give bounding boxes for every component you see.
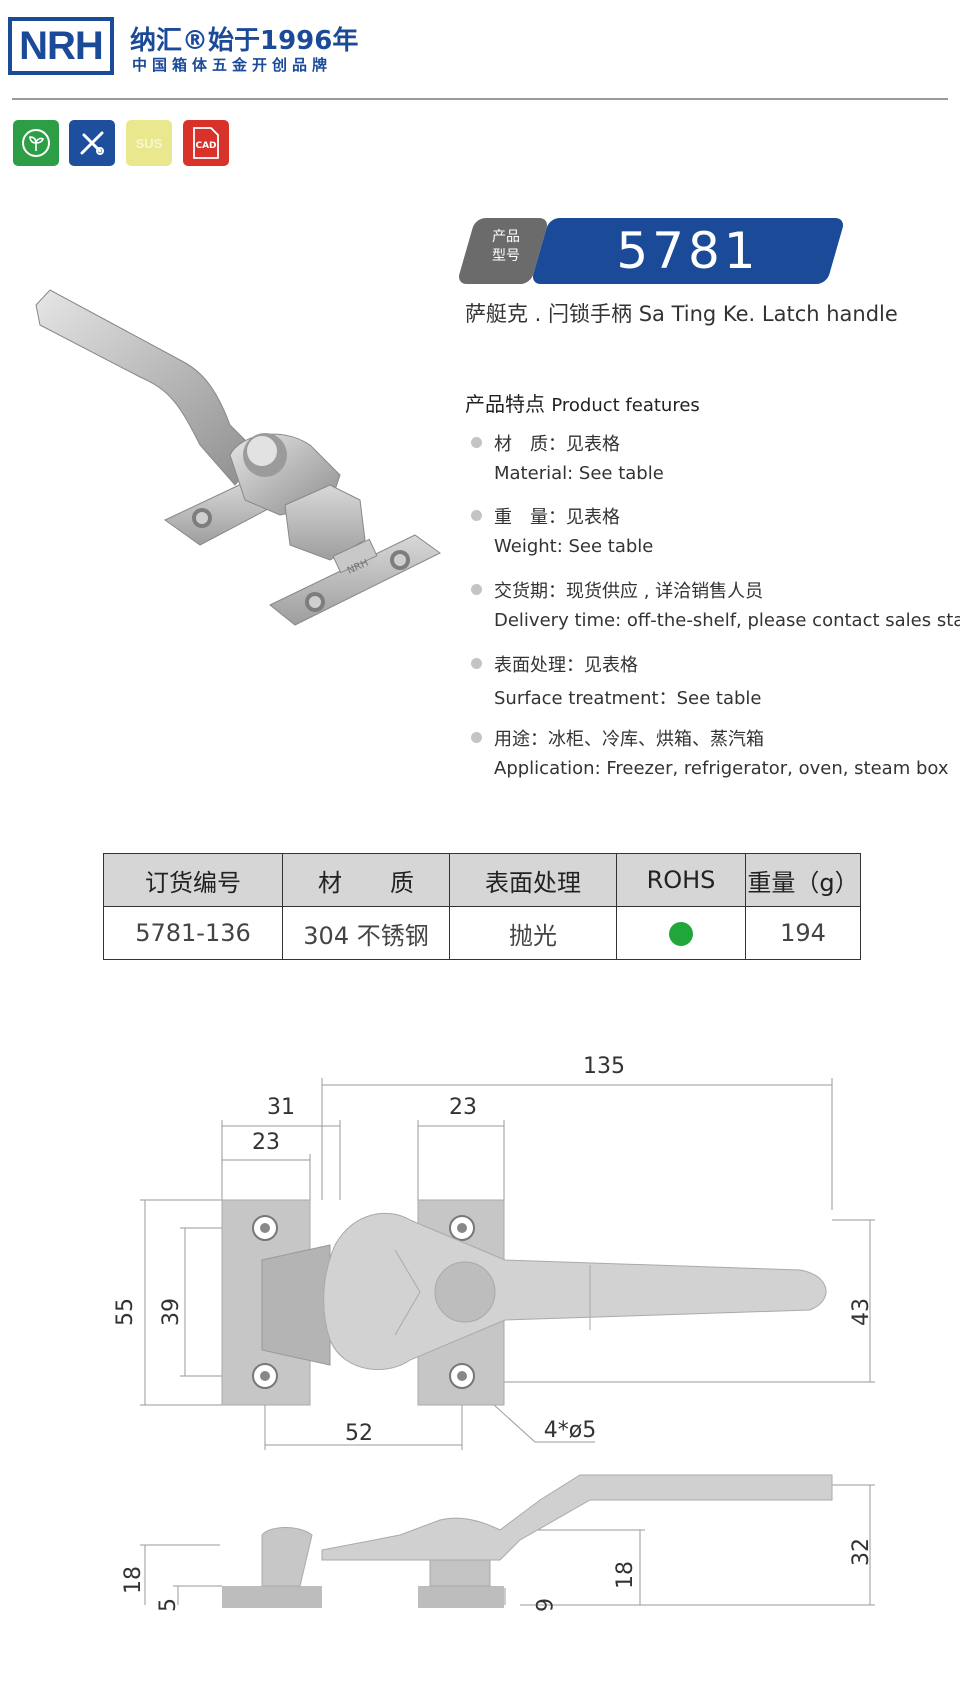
rohs-status-dot [669, 922, 693, 946]
surface-cell: 抛光 [449, 906, 617, 960]
features-title: 产品特点 Product features [465, 388, 700, 417]
column-header: ROHS [616, 853, 746, 907]
wrench-pencil-icon [80, 131, 104, 155]
dim-label: 32 [849, 1538, 874, 1566]
dim-label: 6 [530, 1598, 555, 1612]
column-header: 重量（g） [745, 853, 861, 907]
hole-label: 4*ø5 [544, 1418, 596, 1443]
feature-en: Material: See table [494, 463, 664, 484]
order-number-cell: 5781-136 [103, 906, 283, 960]
dim-label: 55 [113, 1298, 138, 1326]
brand-title: 纳汇®始于1996年 [130, 26, 359, 56]
bullet-icon [471, 658, 482, 669]
feature-cn: 交货期：现货供应 , 详洽销售人员 [494, 581, 764, 602]
features-title-en: Product features [551, 395, 700, 416]
rohs-cell [616, 906, 746, 960]
material-cell: 304 不锈钢 [282, 906, 450, 960]
dim-label: 39 [159, 1298, 184, 1326]
dim-label: 135 [583, 1054, 625, 1079]
feature-cn: 用途：冰柜、冷库、烘箱、蒸汽箱 [494, 729, 764, 750]
cad-badge: CAD [183, 120, 229, 166]
spec-table: 订货编号 材 质 表面处理 ROHS 重量（g） 5781-136 304 不锈… [103, 853, 861, 960]
cad-label: CAD [195, 141, 216, 151]
tool-badge [69, 120, 115, 166]
model-number: 5781 [616, 222, 760, 280]
model-tag-label: 产品 型号 [492, 229, 520, 264]
feature-en: Weight: See table [494, 536, 654, 557]
eco-badge [13, 120, 59, 166]
bullet-icon [471, 510, 482, 521]
sus-badge: SUS [126, 120, 172, 166]
dim-label: 52 [345, 1421, 373, 1446]
product-photo: NRH [35, 289, 441, 626]
dim-label: 31 [267, 1095, 295, 1120]
feature-cn: 重 量：见表格 [494, 507, 620, 528]
product-name: 萨艇克 . 闩锁手柄 Sa Ting Ke. Latch handle [465, 302, 898, 326]
brand-subtitle: 中国箱体五金开创品牌 [132, 56, 333, 74]
dim-label: 5 [156, 1598, 181, 1612]
brand-logo: NRH [8, 17, 114, 75]
feature-cn: 材 质：见表格 [494, 434, 620, 455]
column-header: 订货编号 [103, 853, 283, 907]
weight-cell: 194 [745, 906, 861, 960]
bullet-icon [471, 732, 482, 743]
features-title-cn: 产品特点 [465, 392, 545, 416]
sprout-icon [22, 129, 50, 157]
feature-cn: 表面处理：见表格 [494, 655, 638, 676]
dim-label: 18 [613, 1561, 638, 1589]
cad-file-icon: CAD [193, 127, 219, 159]
feature-en: Surface treatment：See table [494, 688, 762, 709]
header-divider [12, 98, 948, 100]
technical-drawing: 135 31 23 23 52 4*ø5 55 39 43 32 18 5 6 … [113, 1054, 875, 1612]
column-header: 表面处理 [449, 853, 617, 907]
table-row: 5781-136 304 不锈钢 抛光 194 [103, 906, 861, 960]
feature-en: Delivery time: off-the-shelf, please con… [494, 610, 960, 631]
bullet-icon [471, 437, 482, 448]
dim-label: 18 [121, 1566, 146, 1594]
table-header-row: 订货编号 材 质 表面处理 ROHS 重量（g） [103, 853, 861, 907]
dim-label: 23 [252, 1130, 280, 1155]
dim-label: 43 [849, 1298, 874, 1326]
feature-en: Application: Freezer, refrigerator, oven… [494, 758, 949, 779]
dim-label: 23 [449, 1095, 477, 1120]
bullet-icon [471, 584, 482, 595]
column-header: 材 质 [282, 853, 450, 907]
